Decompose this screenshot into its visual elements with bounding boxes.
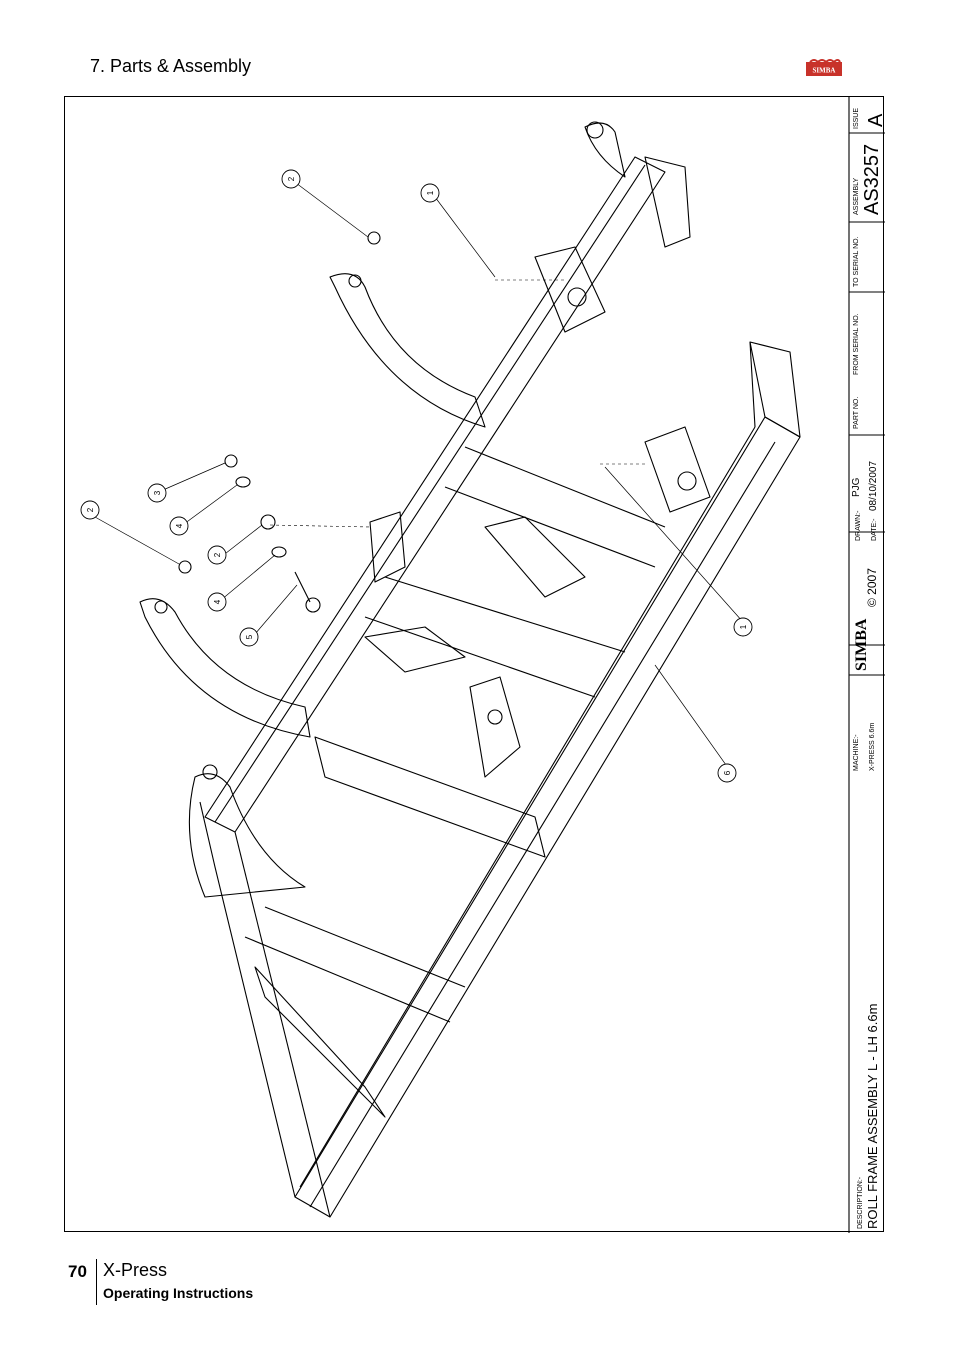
balloon-label: 1 — [426, 190, 435, 195]
balloon-label: 3 — [153, 490, 162, 495]
section-title: 7. Parts & Assembly — [90, 56, 252, 76]
machine-label: MACHINE:- — [853, 734, 860, 771]
page-number: 70 — [68, 1262, 87, 1281]
balloon-label: 4 — [175, 523, 184, 528]
date-text: 08/10/2007 — [868, 460, 879, 511]
assembly-drawing: 1 1 2 2 2 3 4 4 5 6 — [80, 97, 885, 1233]
footer-divider — [96, 1259, 97, 1305]
simba-logo: SIMBA — [806, 59, 842, 76]
company-logo-text: SIMBA — [853, 618, 870, 671]
to-serial-label: TO SERIAL NO. — [853, 236, 860, 287]
description-text: ROLL FRAME ASSEMBLY L - LH 6.6m — [865, 1003, 880, 1229]
manual-subtitle: Operating Instructions — [103, 1285, 254, 1301]
date-label: DATE:- — [871, 518, 878, 541]
product-name: X-Press — [103, 1260, 168, 1280]
balloon-label: 4 — [213, 599, 222, 604]
svg-text:SIMBA: SIMBA — [813, 67, 836, 75]
balloon-label: 6 — [723, 770, 732, 775]
copyright-text: © 2007 — [865, 568, 879, 607]
balloon-label: 2 — [213, 552, 222, 557]
machine-text: X-PRESS 6.6m — [869, 722, 876, 771]
balloon-label: 1 — [739, 624, 748, 629]
description-label: DESCRIPTION:- — [857, 1176, 864, 1229]
balloon-label: 2 — [86, 507, 95, 512]
drawn-text: PJG — [851, 477, 862, 497]
drawing-frame: 1 1 2 2 2 3 4 4 5 6 DESCRIPTION:- ROLL F… — [64, 96, 887, 1233]
drawn-label: DRAWN:- — [855, 510, 862, 541]
balloon-label: 2 — [287, 176, 296, 181]
assembly-label: ASSEMBLY — [853, 177, 860, 215]
part-no-label: PART NO. — [853, 396, 860, 429]
balloon-label: 5 — [245, 634, 254, 639]
assembly-number: AS3257 — [861, 143, 883, 215]
issue-label: ISSUE — [853, 107, 860, 129]
from-serial-label: FROM SERIAL NO. — [853, 313, 860, 375]
issue-letter: A — [865, 113, 887, 127]
